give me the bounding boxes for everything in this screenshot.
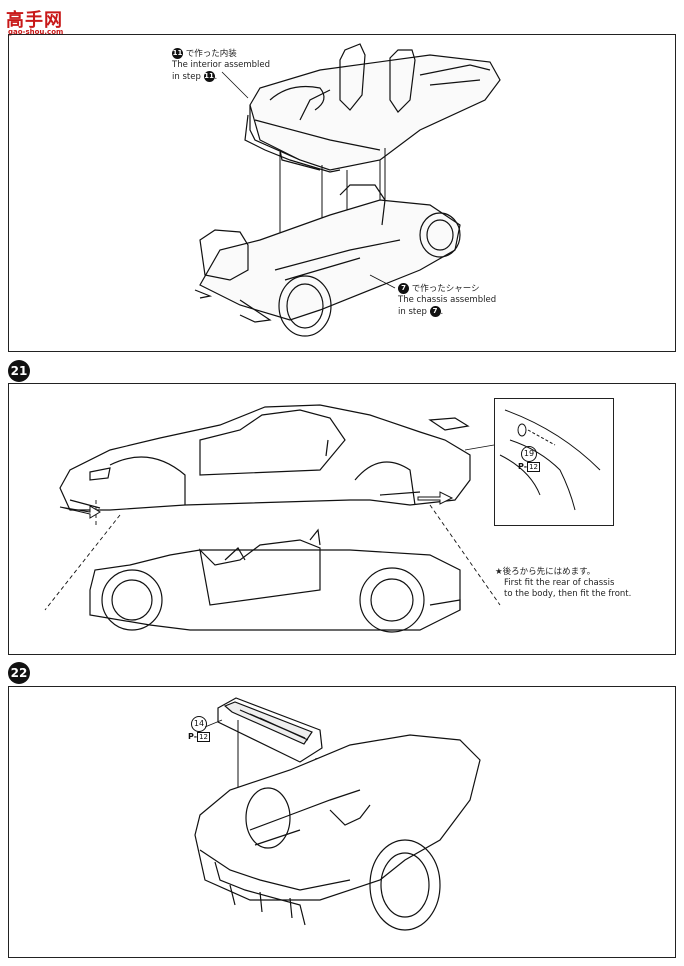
instruction-en1: First fit the rear of chassis (504, 578, 615, 588)
panel-step-21 (8, 383, 676, 655)
hood-part-drawing (217, 697, 323, 763)
step-ref-badge: 7 (429, 306, 441, 317)
instruction-jp: ★後ろから先にはめます。 (495, 567, 596, 577)
step-ref-badge: 7 (398, 283, 409, 294)
interior-assembly-drawing (244, 43, 501, 173)
part-14-label: 14 P-12 (184, 716, 214, 742)
interior-label-en1: The interior assembled (172, 60, 271, 70)
label-suffix: . (214, 72, 218, 82)
part-19-label: 19 P-12 (514, 446, 544, 472)
interior-label: 11 で作った内装 The interior assembled in step… (172, 48, 270, 83)
step-ref-badge: 11 (172, 48, 183, 59)
page-ref: P-12 (518, 462, 540, 472)
body-drawing (59, 404, 471, 511)
panel-step-22 (8, 686, 676, 958)
site-logo: 高手网 gao-shou.com (6, 6, 70, 40)
label-suffix: . (440, 307, 444, 317)
chassis-label-en1: The chassis assembled (398, 295, 497, 305)
chassis-label-jp: で作ったシャーシ (411, 284, 480, 294)
detail-inset-box (494, 398, 614, 526)
interior-label-en2: in step (172, 72, 201, 82)
step21-instruction: ★後ろから先にはめます。 First fit the rear of chass… (495, 567, 670, 600)
step-number-badge: 21 (8, 360, 30, 382)
page-ref: P-12 (188, 732, 210, 742)
step-ref-badge: 11 (203, 71, 215, 82)
chassis-assembly-drawing (194, 184, 461, 337)
instruction-en2: to the body, then fit the front. (504, 589, 632, 599)
part-number: 14 (191, 716, 207, 732)
chassis-drawing-step21 (89, 528, 461, 633)
alignment-guides (44, 500, 501, 611)
logo-url: gao-shou.com (8, 28, 64, 36)
interior-label-jp: で作った内装 (185, 49, 237, 59)
chassis-label-en2: in step (398, 307, 427, 317)
front-body-drawing (194, 734, 481, 931)
chassis-label: 7 で作ったシャーシ The chassis assembled in step… (398, 283, 496, 318)
logo-text: 高手网 (6, 10, 63, 31)
part-number: 19 (521, 446, 537, 462)
panel-step-20 (8, 34, 676, 352)
step-number-badge: 22 (8, 662, 30, 684)
